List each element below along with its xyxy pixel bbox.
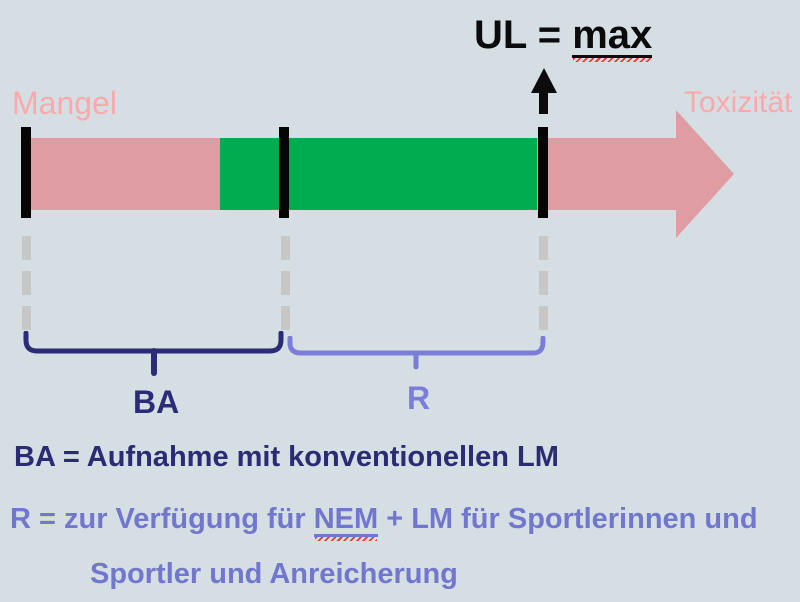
bar-segment-above-ul (537, 138, 676, 210)
up-arrow-shaft (539, 91, 548, 114)
deficiency-label: Mangel (12, 85, 117, 121)
r-brace-icon (287, 336, 546, 370)
ba-legend-text: BA = Aufnahme mit konventionellen LM (14, 441, 559, 473)
r-legend-text: R = zur Verfügung für NEM + LM für Sport… (10, 492, 796, 602)
ul-max-underlined-text: max (572, 13, 653, 62)
r-label: R (407, 380, 431, 416)
ul-max-label: UL = max (474, 13, 653, 62)
bar-segment-adequate (220, 138, 537, 210)
guide-dashed-line-ul (539, 236, 548, 331)
toxicity-arrowhead-icon (676, 110, 734, 238)
threshold-tick-middle (279, 127, 289, 218)
guide-dashed-line-left (22, 236, 31, 331)
ba-brace-icon (23, 331, 284, 376)
nem-underlined-text: NEM (313, 503, 379, 541)
bar-segment-deficiency (30, 138, 220, 210)
ul-prefix-text: UL = (474, 13, 573, 57)
threshold-tick-ul (538, 127, 548, 218)
up-arrow-head (531, 68, 557, 93)
threshold-tick-left (21, 127, 31, 218)
guide-dashed-line-middle (281, 236, 290, 331)
r-legend-suffix: + LM für Sportlerinnen und (378, 503, 758, 535)
r-legend-line2: Sportler und Anreicherung (90, 558, 458, 590)
r-legend-prefix: R = zur Verfügung für (10, 503, 314, 535)
ba-label: BA (133, 384, 180, 420)
